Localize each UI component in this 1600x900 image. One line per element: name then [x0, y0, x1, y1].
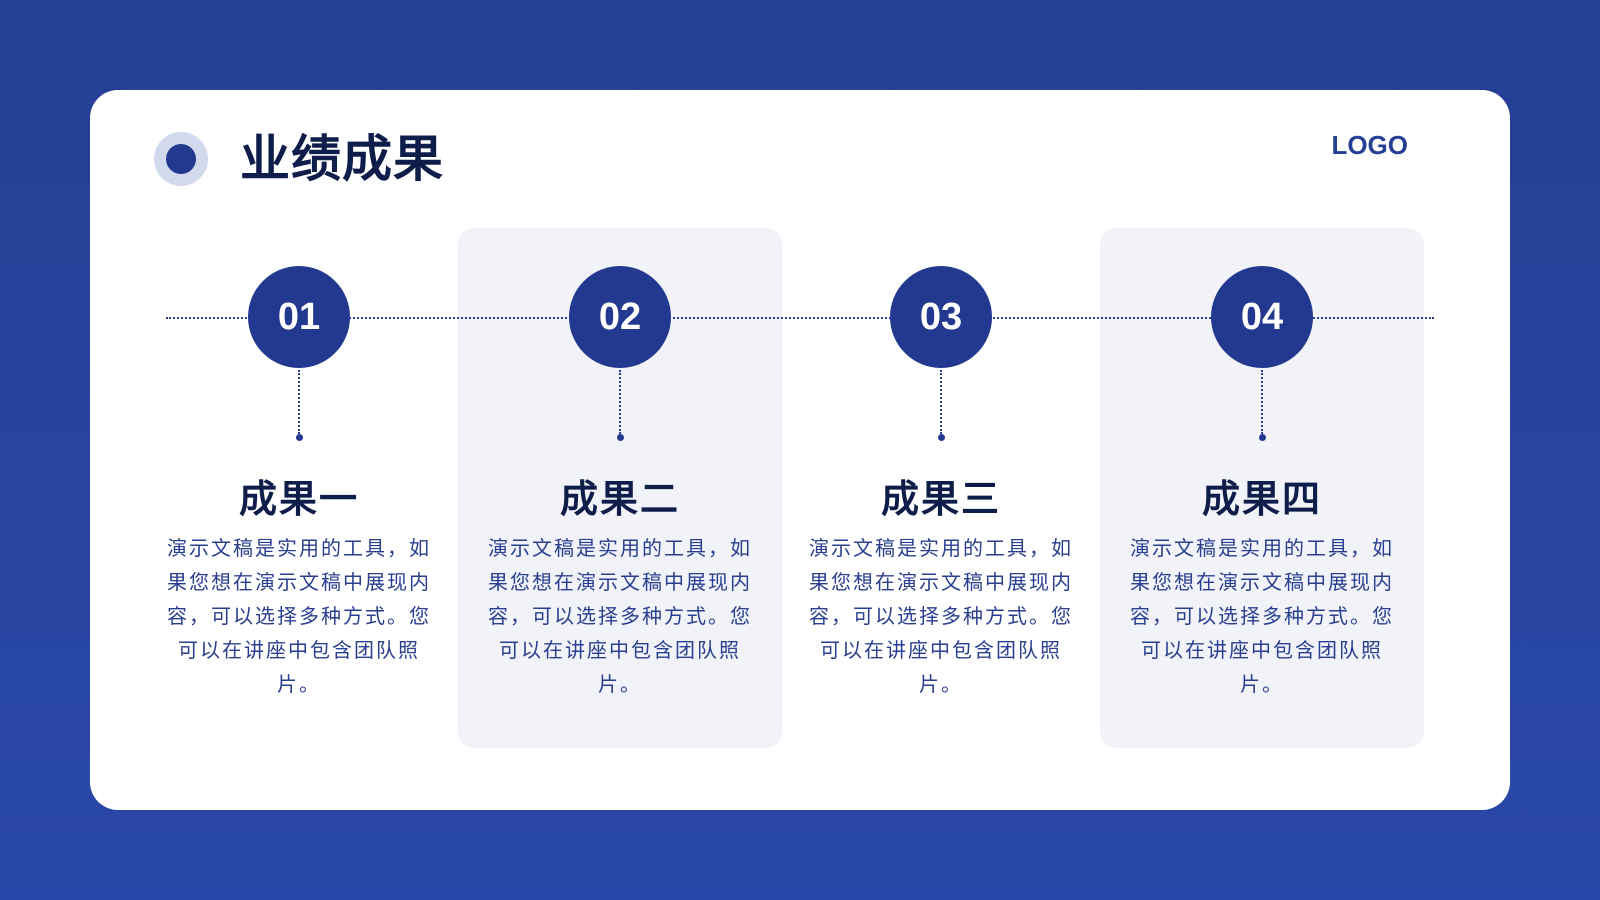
step-4: 04 成果四 演示文稿是实用的工具，如果您想在演示文稿中展现内容，可以选择多种方…	[1112, 266, 1412, 701]
step-1: 01 成果一 演示文稿是实用的工具，如果您想在演示文稿中展现内容，可以选择多种方…	[149, 266, 449, 701]
logo: LOGO	[1331, 130, 1408, 160]
connector-line	[619, 370, 621, 434]
step-description: 演示文稿是实用的工具，如果您想在演示文稿中展现内容，可以选择多种方式。您可以在讲…	[167, 536, 431, 696]
connector-dot	[616, 434, 624, 441]
connector-line	[940, 370, 942, 434]
title-bullet-icon	[154, 132, 208, 186]
step-number-badge: 03	[890, 266, 992, 368]
step-title: 成果一	[238, 477, 359, 521]
connector-line	[1261, 370, 1263, 434]
step-title: 成果四	[1201, 477, 1322, 521]
step-number-badge: 02	[569, 266, 671, 368]
connector-dot	[295, 434, 303, 441]
timeline-line	[166, 317, 1434, 319]
step-description: 演示文稿是实用的工具，如果您想在演示文稿中展现内容，可以选择多种方式。您可以在讲…	[1130, 536, 1394, 696]
step-title: 成果二	[559, 477, 680, 521]
step-3: 03 成果三 演示文稿是实用的工具，如果您想在演示文稿中展现内容，可以选择多种方…	[791, 266, 1091, 701]
step-number-badge: 01	[248, 266, 350, 368]
step-description: 演示文稿是实用的工具，如果您想在演示文稿中展现内容，可以选择多种方式。您可以在讲…	[488, 536, 752, 696]
content-card: 业绩成果 LOGO 01 成果一 演示文稿是实用的工具，如果您想在演示文稿中展现…	[90, 90, 1510, 810]
page-title: 业绩成果	[240, 130, 444, 188]
step-description: 演示文稿是实用的工具，如果您想在演示文稿中展现内容，可以选择多种方式。您可以在讲…	[809, 536, 1073, 696]
step-title: 成果三	[880, 477, 1001, 521]
connector-dot	[1258, 434, 1266, 441]
connector-dot	[937, 434, 945, 441]
step-2: 02 成果二 演示文稿是实用的工具，如果您想在演示文稿中展现内容，可以选择多种方…	[470, 266, 770, 701]
step-number-badge: 04	[1211, 266, 1313, 368]
connector-line	[298, 370, 300, 434]
